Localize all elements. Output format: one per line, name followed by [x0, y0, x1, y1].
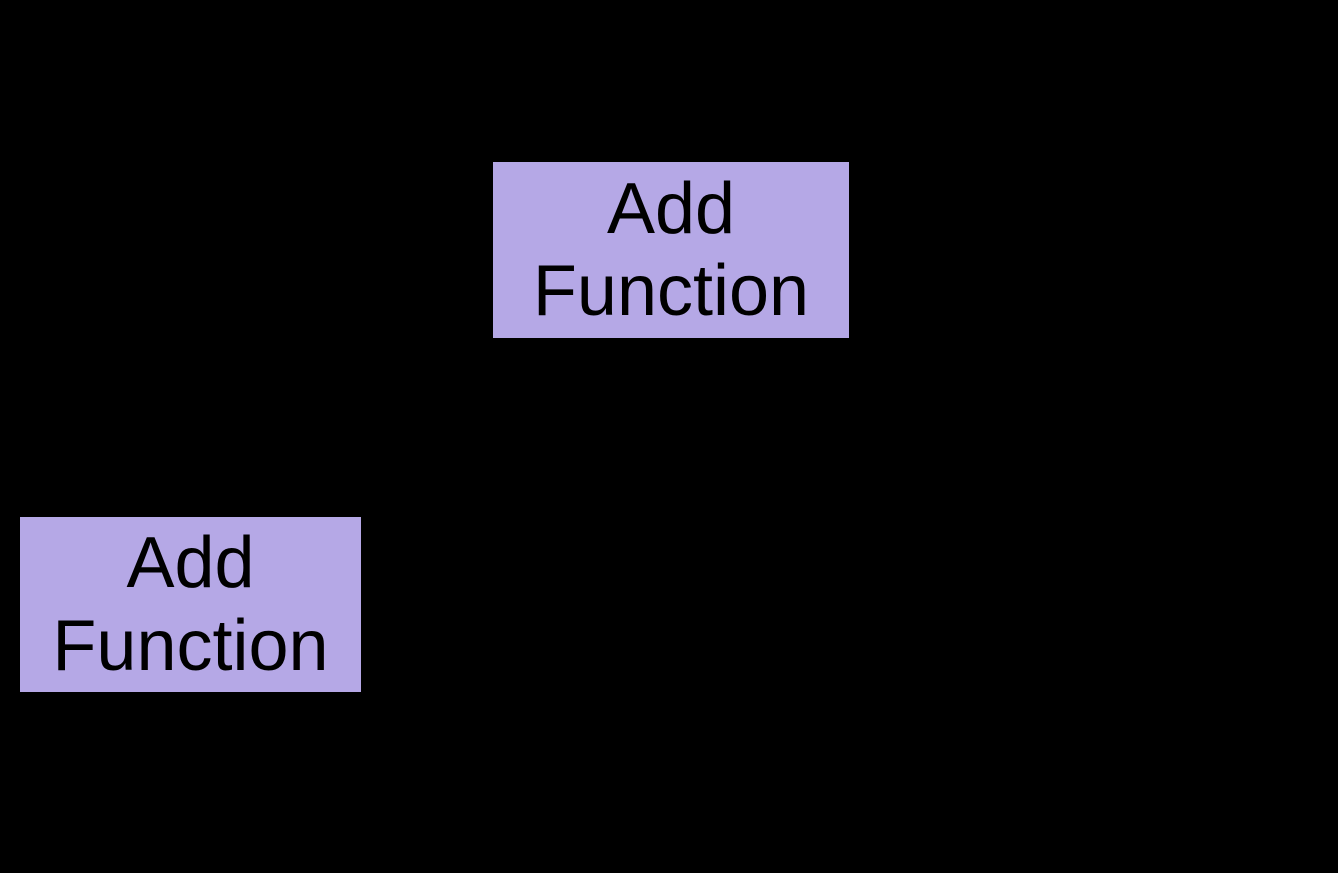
node-add-function-bottom[interactable]: Add Function: [20, 517, 361, 692]
node-add-function-top[interactable]: Add Function: [493, 162, 849, 338]
